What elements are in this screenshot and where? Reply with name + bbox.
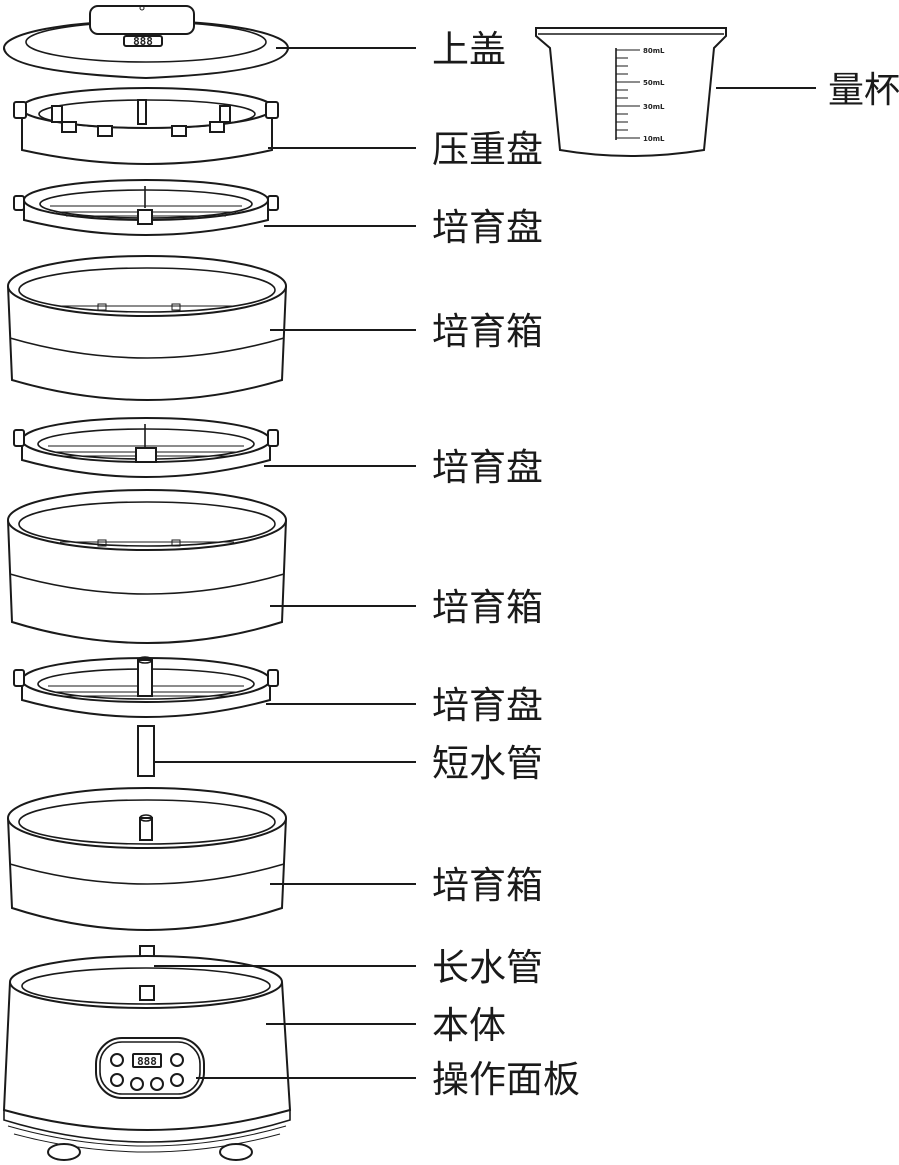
culture-box-3 — [7, 787, 287, 931]
panel-display-text: 888 — [137, 1055, 157, 1068]
measuring-cup: 80mL 50mL 30mL 10mL — [535, 27, 727, 157]
lid-display — [123, 35, 163, 47]
culture-tray-2 — [13, 417, 279, 478]
cup-tick-label: 10mL — [643, 135, 665, 143]
lid-display-text: 888 — [133, 35, 153, 48]
cup-tick-label: 30mL — [643, 103, 665, 111]
label-culture-tray: 培育盘 — [432, 684, 543, 727]
label-press-plate: 压重盘 — [432, 128, 543, 171]
label-culture-tray: 培育盘 — [432, 446, 543, 489]
label-culture-box: 培育箱 — [432, 864, 543, 907]
control-panel: 888 — [95, 1037, 205, 1099]
cup-label: 量杯 — [828, 70, 899, 111]
panel-button[interactable] — [150, 1077, 164, 1091]
culture-box-2 — [7, 489, 287, 644]
label-short-tube: 短水管 — [432, 742, 543, 785]
panel-button[interactable] — [170, 1073, 184, 1087]
short-tube — [137, 725, 155, 777]
culture-tray-3 — [13, 656, 279, 718]
label-control-panel: 操作面板 — [432, 1058, 580, 1101]
part-labels: 上盖 压重盘 培育盘 培育箱 培育盘 培育箱 培育盘 短水管 培育箱 长水管 本… — [432, 28, 580, 1101]
lid: 888 — [3, 5, 289, 80]
label-lid: 上盖 — [432, 28, 506, 71]
label-main-body: 本体 — [432, 1004, 506, 1047]
press-plate — [13, 87, 279, 165]
panel-button[interactable] — [170, 1053, 184, 1067]
label-long-tube: 长水管 — [432, 946, 543, 989]
culture-box-1 — [7, 255, 287, 401]
panel-button[interactable] — [130, 1077, 144, 1091]
cup-tick-label: 80mL — [643, 47, 665, 55]
label-culture-box: 培育箱 — [432, 310, 543, 353]
label-culture-box: 培育箱 — [432, 586, 543, 629]
culture-tray-1 — [13, 179, 279, 236]
leader-lines — [154, 47, 416, 1079]
panel-button[interactable] — [110, 1073, 124, 1087]
label-culture-tray: 培育盘 — [432, 206, 543, 249]
cup-tick-label: 50mL — [643, 79, 665, 87]
panel-button[interactable] — [110, 1053, 124, 1067]
panel-display — [132, 1053, 162, 1068]
